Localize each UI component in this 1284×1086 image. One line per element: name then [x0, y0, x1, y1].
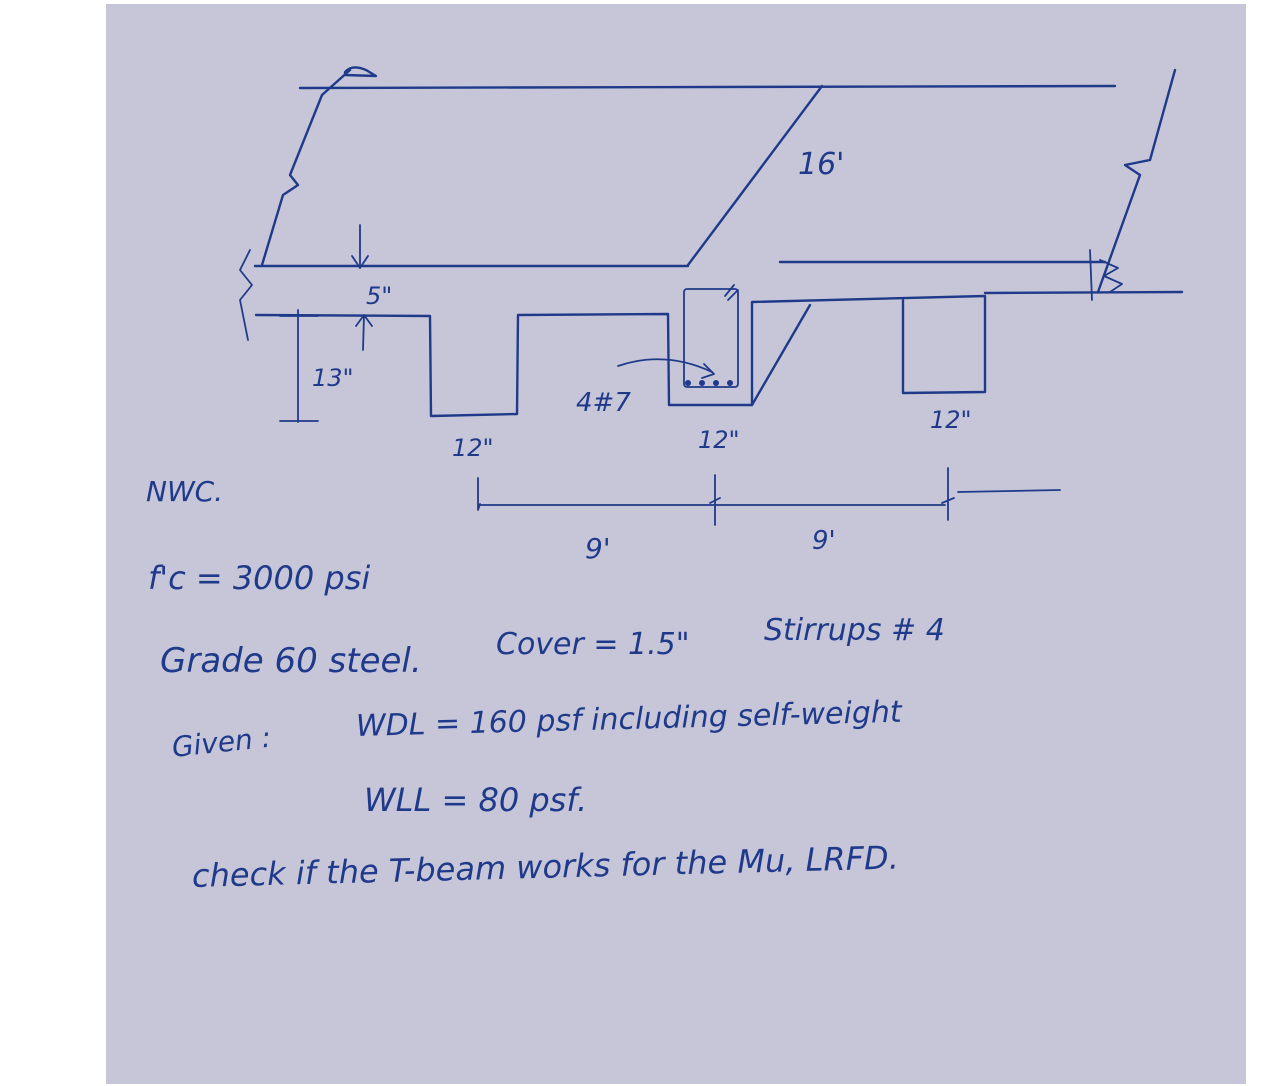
slab-right-edge: [1096, 68, 1177, 294]
slab-front-edge: [253, 260, 1107, 268]
rebar-4: [727, 380, 733, 386]
steel-note: Grade 60 steel.: [160, 641, 422, 681]
stirrup-outline: [683, 288, 739, 388]
section-outline: [254, 294, 987, 418]
cover-note: Cover = 1.5": [496, 627, 690, 662]
stirrup-hook: [724, 284, 739, 301]
slab-back-edge: [298, 84, 1117, 90]
slab-left-edge: [260, 68, 352, 267]
rebar-pointer-arrow: [617, 358, 715, 379]
rebar-3: [713, 380, 719, 386]
web-width-center-label: 12": [698, 426, 740, 454]
rebar-1: [685, 380, 691, 386]
section-right-flange: [983, 290, 1184, 295]
rebar-2: [699, 380, 705, 386]
spacing-right-label: 9': [812, 526, 836, 556]
depth-dimension-line: [279, 309, 319, 423]
slab-diagonal-line: [686, 84, 824, 267]
reinforcement-label: 4#7: [576, 388, 631, 418]
concrete-type-note: NWC.: [146, 475, 224, 508]
slab-left-tip: [343, 66, 378, 78]
spacing-left-label: 9': [585, 532, 611, 565]
total-depth-label: 13": [312, 364, 354, 392]
left-break-mark: [239, 249, 253, 341]
web-width-left-label: 12": [452, 434, 494, 462]
live-load-note: WLL = 80 psf.: [364, 781, 588, 819]
slab-depth-arrow-bottom: [355, 314, 373, 351]
slab-depth-arrow-top: [351, 224, 369, 269]
span-label: 16': [798, 147, 845, 182]
section-diagonal: [750, 303, 812, 407]
web-width-right-label: 12": [930, 406, 972, 434]
spacing-dimension-line: [477, 467, 1061, 526]
stirrups-note: Stirrups # 4: [764, 613, 945, 648]
slab-thickness-label: 5": [366, 282, 393, 310]
fc-note: f'c = 3000 psi: [148, 559, 371, 597]
